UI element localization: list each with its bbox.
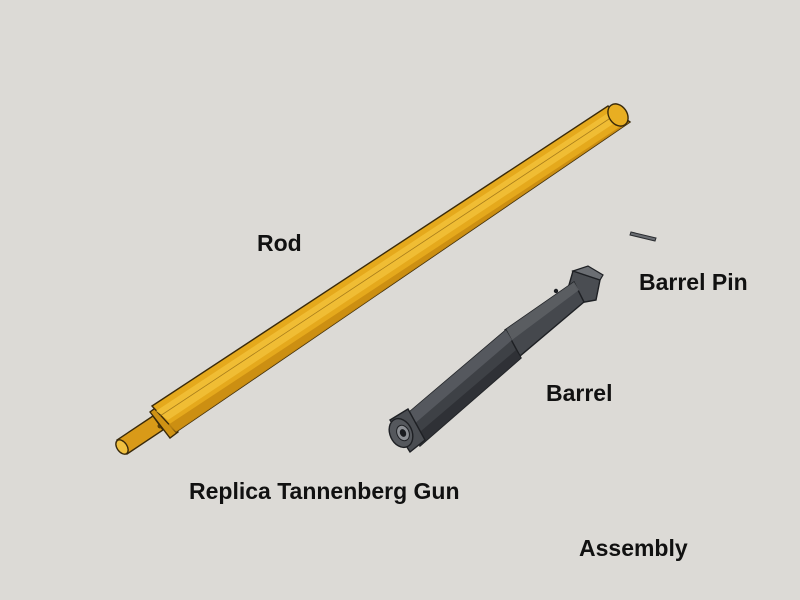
barrel-part: [388, 265, 604, 454]
barrel-pin-part: [629, 231, 657, 242]
barrel-pin-label: Barrel Pin: [639, 269, 748, 295]
barrel-label: Barrel: [546, 380, 613, 406]
diagram-title: Replica Tannenberg Gun: [189, 478, 460, 504]
assembly-label: Assembly: [579, 535, 688, 561]
rod-label: Rod: [257, 230, 302, 256]
rod-part: [115, 103, 632, 455]
